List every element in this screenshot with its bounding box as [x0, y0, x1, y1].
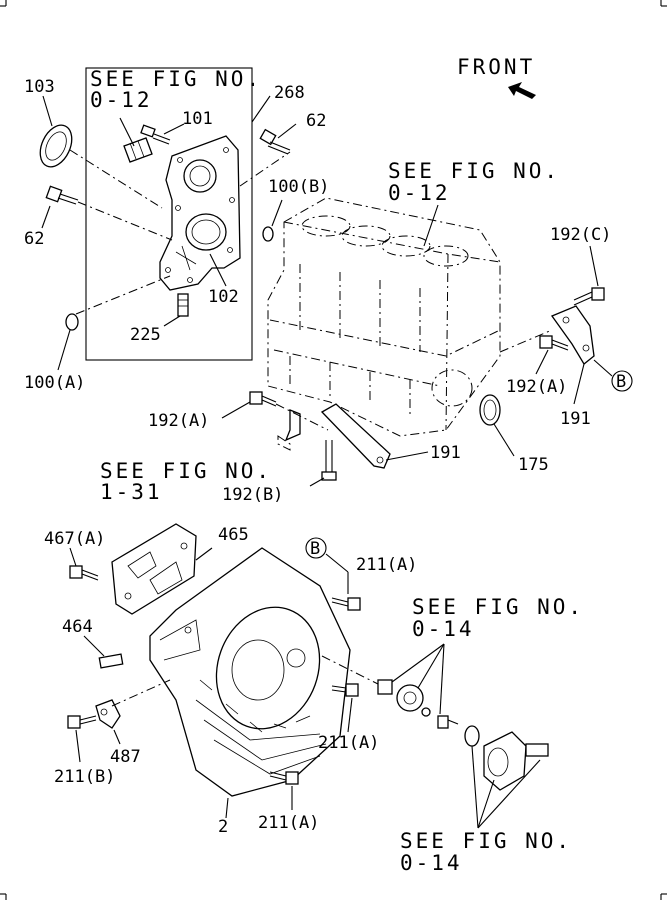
bolt-192a-right: [539, 335, 569, 351]
pump-assembly: [464, 725, 549, 791]
stud-225: [177, 293, 189, 317]
callout-62-left: 62: [24, 229, 44, 249]
circle-mark-b-right-text: B: [616, 372, 626, 392]
bolt-192b: [321, 440, 337, 481]
dowel-464: [98, 653, 124, 669]
callout-192c: 192(C): [550, 225, 611, 245]
plate-465: [111, 523, 197, 615]
callout-175: 175: [518, 455, 549, 475]
see-fig-ref-a-num: 0-12: [90, 88, 153, 112]
timing-cover-plate: [159, 135, 241, 291]
callout-100a: 100(A): [24, 373, 85, 393]
callout-101: 101: [182, 109, 213, 129]
see-fig-ref-b: SEE FIG NO.: [388, 159, 560, 183]
callout-465: 465: [218, 525, 249, 545]
bracket-191-right: [550, 305, 595, 365]
see-fig-ref-d: SEE FIG NO.: [412, 595, 584, 619]
circle-mark-b-housing-text: B: [310, 539, 320, 559]
callout-211a-bottom: 211(A): [258, 813, 319, 833]
callout-103: 103: [24, 77, 55, 97]
sensor-487: [95, 699, 121, 729]
callout-100b: 100(B): [268, 177, 329, 197]
callout-225: 225: [130, 325, 161, 345]
circle-mark-b-housing: [305, 537, 327, 559]
callout-211a-top: 211(A): [356, 555, 417, 575]
callout-191-middle: 191: [430, 443, 461, 463]
see-fig-ref-d-num: 0-14: [412, 617, 475, 641]
callout-2: 2: [218, 817, 228, 837]
callout-191-right: 191: [560, 409, 591, 429]
clip-part: [277, 409, 301, 451]
bolt-62-upper: [259, 128, 291, 155]
bolt-467a: [69, 565, 99, 581]
o-ring-100a: [65, 313, 79, 331]
bolt-211b: [67, 715, 97, 729]
o-ring-100b: [262, 226, 274, 242]
bolt-192c: [573, 287, 605, 306]
callout-102: 102: [208, 287, 239, 307]
bolt-211a-middle: [331, 683, 359, 697]
callout-268: 268: [274, 83, 305, 103]
callout-467a: 467(A): [44, 529, 105, 549]
see-fig-ref-b-num: 0-12: [388, 181, 451, 205]
callout-192a-right: 192(A): [506, 377, 567, 397]
bolt-192a-left: [249, 391, 277, 407]
callout-211b: 211(B): [54, 767, 115, 787]
callout-192b: 192(B): [222, 485, 283, 505]
callout-487: 487: [110, 747, 141, 767]
timing-cover-group-box: [85, 67, 253, 361]
see-fig-ref-c-num: 1-31: [100, 480, 163, 504]
bolt-101-side: [140, 124, 171, 145]
circle-mark-b-right: [611, 370, 633, 392]
see-fig-ref-e-num: 0-14: [400, 851, 463, 875]
flywheel-housing-2: [149, 547, 351, 797]
callout-192a-left: 192(A): [148, 411, 209, 431]
see-fig-ref-a: SEE FIG NO.: [90, 67, 262, 91]
front-label: FRONT: [457, 55, 535, 79]
callout-62-upper: 62: [306, 111, 326, 131]
oil-seal-103: [39, 124, 73, 168]
see-fig-ref-c: SEE FIG NO.: [100, 459, 272, 483]
bolt-62-left: [45, 185, 79, 205]
bolt-211a-top: [331, 597, 361, 611]
bolt-211a-bottom: [269, 771, 299, 785]
front-arrow-icon: [508, 82, 536, 99]
callout-464: 464: [62, 617, 93, 637]
oil-seal-175: [479, 394, 501, 426]
idler-gear-assembly: [377, 679, 459, 729]
engine-block-reference: [267, 197, 501, 437]
bracket-191-middle: [320, 403, 391, 469]
see-fig-ref-e: SEE FIG NO.: [400, 829, 572, 853]
sensor-101: [119, 117, 153, 163]
callout-211a-middle: 211(A): [318, 733, 379, 753]
